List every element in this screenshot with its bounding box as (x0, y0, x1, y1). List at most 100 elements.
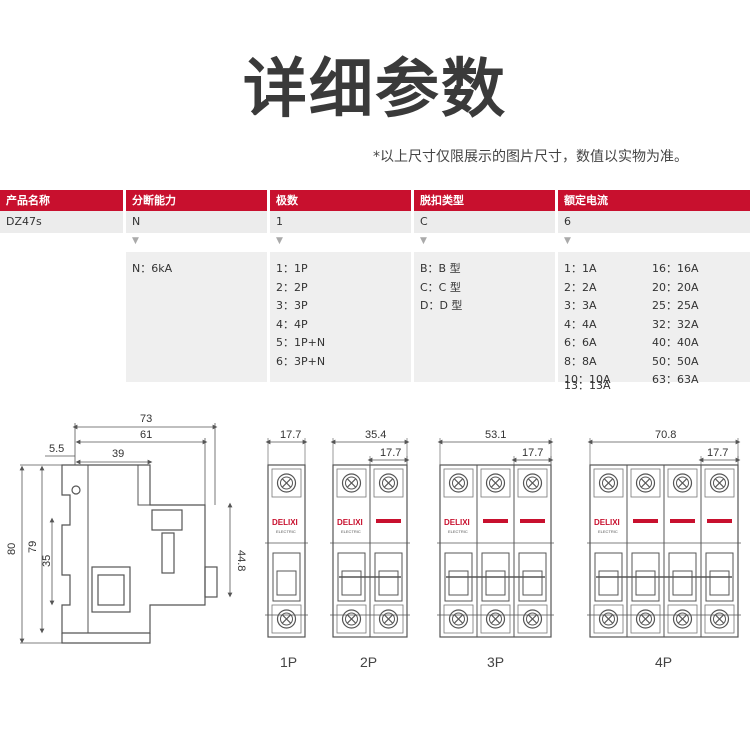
value-poles: 1 (270, 211, 411, 233)
chevron-down-icon: ▼ (132, 236, 139, 246)
screw-icon (635, 473, 656, 493)
brand-logo: DELIXI (594, 518, 620, 527)
accent-stripe (376, 519, 401, 523)
toggle-handle (341, 570, 362, 596)
brand-sub: ELECTRIC (598, 529, 618, 534)
screw-icon (635, 609, 656, 629)
value-rated-current: 6 (558, 211, 750, 233)
header-trip-type: 脱扣类型 (414, 190, 555, 211)
dim-61: 61 (140, 429, 152, 441)
chevron-down-icon: ▼ (276, 236, 283, 246)
list-item: 8：8A (564, 354, 597, 368)
list-item: 20：20A (652, 280, 699, 294)
list-item: 10：10A (564, 373, 611, 386)
screw-icon (709, 609, 730, 629)
label-4p: 4P (655, 654, 672, 670)
list-item: 2：2A (564, 280, 597, 294)
dim-5-5: 5.5 (49, 443, 64, 455)
dim-1p-width: 17.7 (280, 429, 301, 441)
brand-logo: DELIXI (444, 518, 470, 527)
list-item: 6：3P+N (276, 354, 326, 368)
terminal-block (593, 604, 624, 634)
toggle-handle (598, 570, 619, 596)
terminal-block (593, 468, 624, 498)
toggle-handle (485, 570, 506, 596)
screw-icon (522, 473, 543, 493)
chevron-down-icon: ▼ (564, 236, 571, 246)
list-item: 13：13A (564, 379, 611, 392)
dim-3p-pole: 17.7 (522, 447, 543, 459)
label-1p: 1P (280, 654, 297, 670)
current-options: 1：1A 2：2A 3：3A 4：4A 6：6A 8：8A 10：10A 16：… (558, 252, 750, 386)
screw-icon (672, 473, 693, 493)
terminal-block (480, 604, 511, 634)
dim-3p-width: 53.1 (485, 429, 506, 441)
list-item: 1：1A (564, 262, 597, 275)
value-product-name: DZ47s (0, 211, 123, 233)
list-item: C：C 型 (420, 280, 461, 294)
screw-icon (485, 473, 506, 493)
screw-icon (341, 609, 362, 629)
screw-icon (341, 473, 362, 493)
list-item: 4：4P (276, 317, 308, 331)
size-note: *以上尺寸仅限展示的图片尺寸，数值以实物为准。 (373, 149, 688, 165)
screw-icon (672, 609, 693, 629)
dim-35: 35 (41, 555, 53, 567)
terminal-block (336, 468, 367, 498)
brand-sub: ELECTRIC (341, 529, 361, 534)
terminal-block (271, 604, 302, 634)
list-item: 50：50A (652, 354, 699, 368)
value-trip-type: C (414, 211, 555, 233)
dim-2p-width: 35.4 (365, 429, 386, 441)
side-view (61, 464, 218, 644)
list-item: 5：1P+N (276, 336, 326, 349)
list-item: 6：6A (564, 336, 597, 349)
breaker-body (439, 464, 552, 638)
brand-sub: ELECTRIC (448, 529, 468, 534)
screw-icon (709, 473, 730, 493)
screw-icon (378, 473, 399, 493)
accent-stripe (633, 519, 658, 523)
list-item: 40：40A (652, 336, 699, 349)
screw-icon (448, 609, 469, 629)
list-item: 3：3P (276, 299, 308, 312)
terminal-block (630, 604, 661, 634)
accent-stripe (670, 519, 695, 523)
accent-stripe (520, 519, 545, 523)
toggle-handle (522, 570, 543, 596)
list-item: N：6kA (132, 262, 173, 275)
front-views: DELIXI ELECTRIC DELIXI ELECTRIC DELIXI ELECTR… (265, 438, 741, 638)
screw-icon (522, 609, 543, 629)
dim-4p-pole: 17.7 (707, 447, 728, 459)
dim-39: 39 (112, 448, 124, 460)
toggle-handle (448, 570, 469, 596)
list-item: 63：63A (652, 373, 699, 386)
label-3p: 3P (487, 654, 504, 670)
chevron-down-icon: ▼ (420, 236, 427, 246)
terminal-block (480, 468, 511, 498)
breaker-3p: DELIXI ELECTRIC (437, 464, 554, 638)
accent-stripe (483, 519, 508, 523)
brand-logo: DELIXI (272, 518, 298, 527)
screw-icon (598, 609, 619, 629)
header-product-name: 产品名称 (0, 190, 123, 211)
dim-2p-pole: 17.7 (380, 447, 401, 459)
screw-icon (276, 609, 297, 629)
breaking-options: N：6kA (126, 252, 267, 382)
terminal-block (630, 468, 661, 498)
page-title: 详细参数 (243, 53, 507, 127)
header-rated-current: 额定电流 (558, 190, 750, 211)
accent-stripe (707, 519, 732, 523)
terminal-block (704, 468, 735, 498)
current-list-b: 16：16A 20：20A 25：25A 32：32A 40：40A 50：50… (652, 260, 699, 390)
list-item: D：D 型 (420, 299, 463, 312)
dim-80: 80 (6, 543, 18, 555)
list-item: 16：16A (652, 262, 699, 275)
terminal-block (443, 468, 474, 498)
dim-73: 73 (140, 413, 152, 425)
dimension-drawing: 73 61 5.5 39 80 79 35 44.8 DELIXIELECTRI… (6, 413, 741, 670)
pole-options: 1：1P 2：2P 3：3P 4：4P 5：1P+N 6：3P+N (270, 252, 411, 382)
header-breaking-capacity: 分断能力 (126, 190, 267, 211)
screw-icon (276, 473, 297, 493)
